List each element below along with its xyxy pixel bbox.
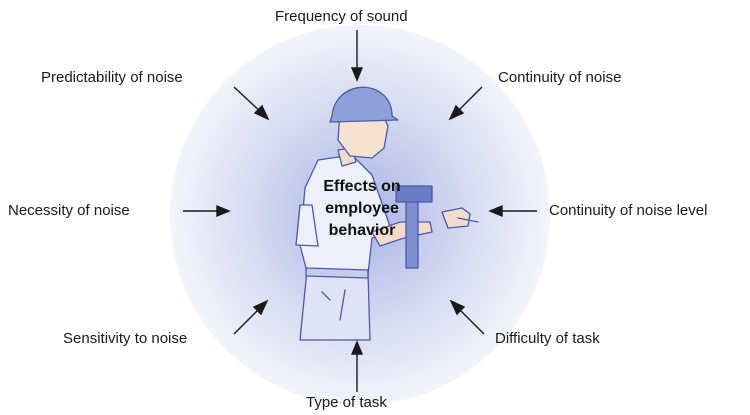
arrows [183, 30, 537, 392]
center-label-line2: employee [325, 200, 399, 217]
factor-bottom-right-label: Difficulty of task [495, 330, 600, 347]
factor-right-label: Continuity of noise level [549, 202, 708, 219]
factor-bottom-left-label: Sensitivity to noise [63, 330, 188, 347]
worker-illustration [295, 86, 479, 341]
worker-belt [305, 267, 369, 279]
worker-pants [299, 269, 371, 341]
worker-hand [441, 207, 471, 229]
factor-bottom-label: Type of task [306, 394, 387, 411]
hardhat-icon [329, 86, 399, 123]
nail-icon [457, 217, 479, 223]
factor-top-right-label: Continuity of noise [498, 69, 622, 86]
worker-back-arm [295, 204, 319, 247]
center-label-line3: behavior [328, 222, 396, 239]
factor-top-label: Frequency of sound [275, 8, 408, 25]
center-label: Effects on employee behavior [296, 176, 428, 242]
center-label-line1: Effects on [323, 178, 401, 195]
factor-left-label: Necessity of noise [8, 202, 130, 219]
factor-top-left-label: Predictability of noise [41, 69, 183, 86]
